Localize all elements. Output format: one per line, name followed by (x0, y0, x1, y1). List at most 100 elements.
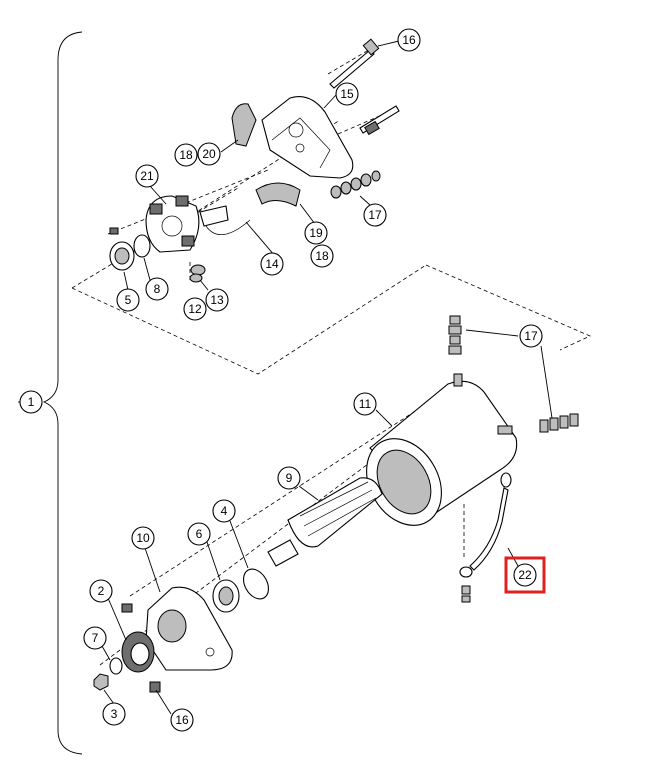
brush-20 (231, 103, 257, 147)
callout-circle (304, 221, 328, 245)
callout-label: 3 (111, 707, 118, 721)
callout-c19: 19 (304, 221, 328, 245)
callout-c3: 3 (102, 702, 126, 726)
ground-strap-22 (459, 472, 512, 603)
leader-lines (18, 40, 553, 715)
brush-holder-21 (145, 195, 251, 253)
callout-label: 21 (140, 169, 154, 183)
callout-circle (519, 324, 543, 348)
small-screw-13 (189, 264, 206, 283)
callout-label: 1 (28, 395, 35, 409)
callout-c16b: 16 (170, 708, 194, 732)
callout-c20: 20 (197, 142, 221, 166)
callout-label: 16 (175, 713, 189, 727)
bolt-16-lower (149, 681, 161, 693)
callout-label: 12 (188, 302, 202, 316)
callout-circle (83, 626, 107, 650)
callout-label: 5 (125, 293, 132, 307)
callout-c5: 5 (116, 288, 140, 312)
callout-c2: 2 (89, 579, 113, 603)
callout-circle (174, 143, 198, 167)
callout-label: 15 (340, 87, 354, 101)
main-assembly-boundary (425, 264, 591, 351)
callout-label: 17 (524, 329, 538, 343)
callout-circle (353, 392, 377, 416)
callout-c1: 1 (19, 390, 43, 414)
ring-8 (133, 234, 151, 258)
through-bolt-top (329, 38, 380, 89)
callout-circle (513, 563, 537, 587)
end-cap-15 (261, 96, 354, 179)
callout-circle (131, 526, 155, 550)
highlight-box (504, 556, 546, 594)
terminal-stud-upper (448, 315, 462, 355)
callout-label: 14 (265, 257, 279, 271)
terminal-stud-right (539, 413, 579, 433)
callout-label: 18 (179, 148, 193, 162)
washer-stack-top (330, 170, 381, 199)
top-assembly-boundary (71, 187, 427, 375)
field-housing-11 (366, 373, 518, 526)
callout-circle (102, 702, 126, 726)
callout-label: 19 (309, 226, 323, 240)
callout-label: 13 (210, 293, 224, 307)
callout-label: 18 (315, 249, 329, 263)
callout-c14: 14 (260, 252, 284, 276)
armature-9 (267, 477, 383, 567)
callout-label: 7 (92, 631, 99, 645)
callout-circle (335, 82, 359, 106)
callout-label: 11 (359, 397, 372, 411)
callout-circle (260, 252, 284, 276)
brush-19 (255, 182, 301, 207)
callout-c10: 10 (131, 526, 155, 550)
callout-circle (135, 164, 159, 188)
callout-label: 16 (402, 33, 416, 47)
callout-c17a: 17 (519, 324, 543, 348)
callout-c11: 11 (353, 392, 377, 416)
callout-c15: 15 (335, 82, 359, 106)
callout-c13: 13 (205, 288, 229, 312)
callout-circle (363, 203, 387, 227)
callout-c12: 12 (183, 297, 207, 321)
washer-7 (109, 657, 123, 675)
callout-circle (116, 288, 140, 312)
callout-label: 20 (202, 147, 216, 161)
callout-circle (170, 708, 194, 732)
through-bolt-second (359, 105, 400, 136)
screw-2 (121, 603, 133, 613)
callout-c21: 21 (135, 164, 159, 188)
callout-c9: 9 (277, 466, 301, 490)
callout-label: 9 (286, 471, 293, 485)
callout-circle (397, 28, 421, 52)
callout-c18a: 18 (174, 143, 198, 167)
callout-circle (197, 142, 221, 166)
callout-c4: 4 (212, 499, 236, 523)
callout-circle (19, 390, 43, 414)
callout-label: 4 (221, 504, 228, 518)
callout-circle (89, 579, 113, 603)
callouts-layer: 1234567891011121314151616171718181920212… (19, 28, 543, 732)
ring-4 (243, 568, 269, 600)
callout-circle (310, 244, 334, 268)
callout-c8: 8 (145, 277, 169, 301)
callout-c7: 7 (83, 626, 107, 650)
callout-label: 22 (518, 568, 532, 582)
callout-label: 8 (154, 282, 161, 296)
assembly-bracket (42, 31, 83, 755)
callout-circle (277, 466, 301, 490)
bearing-5 (109, 241, 135, 271)
nut-3 (93, 673, 109, 691)
callout-c18b: 18 (310, 244, 334, 268)
callout-label: 10 (136, 531, 150, 545)
callout-circle (183, 297, 207, 321)
bearing-6 (212, 579, 240, 613)
callout-label: 2 (98, 584, 105, 598)
callout-label: 17 (368, 208, 382, 222)
callout-c22: 22 (513, 563, 537, 587)
pulley-2 (121, 631, 155, 673)
callout-circle (212, 499, 236, 523)
callout-circle (187, 522, 211, 546)
callout-c17b: 17 (363, 203, 387, 227)
callout-label: 6 (196, 527, 203, 541)
